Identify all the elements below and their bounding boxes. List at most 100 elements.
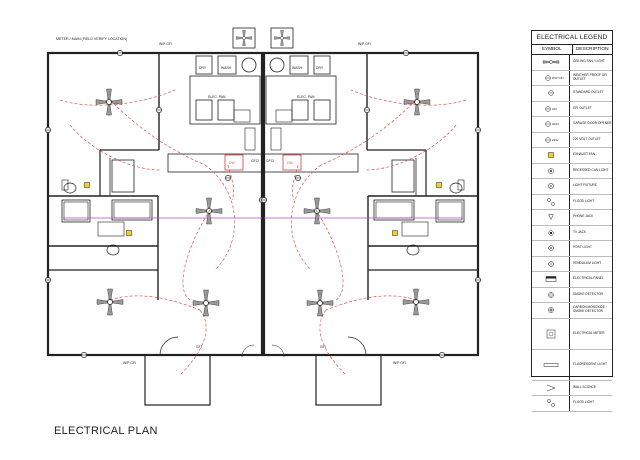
- left-unit: [46, 51, 264, 406]
- tv-jack-icon: [532, 225, 570, 240]
- smoke-detector-icon: [126, 230, 132, 236]
- legend-row: PENDULUM LIGHT: [532, 256, 612, 272]
- right-unit: [262, 51, 480, 406]
- legend-description: GFI OUTLET: [573, 105, 592, 110]
- label-elec-pan-left: ELEC. PAN: [208, 95, 226, 99]
- legend-description: CEILING FAN / LIGHT: [573, 59, 605, 64]
- legend-row: LIGHT FIXTURE: [532, 179, 612, 195]
- ceiling-fan-icon: [95, 88, 123, 116]
- smoke-detector-icon: [84, 182, 90, 188]
- recessed-can-light-icon: [532, 163, 570, 178]
- meter-note: METER / MAIN (FIELD VERIFY LOCATION): [56, 37, 128, 41]
- legend-description: LIGHT FIXTURE: [573, 183, 597, 188]
- weatherproof-outlet-icon: W/P GFI: [532, 70, 570, 85]
- light-fixture-icon: [532, 179, 570, 194]
- flood-light-icon: [532, 194, 570, 209]
- 220v-outlet-icon: 220v: [532, 132, 570, 147]
- legend-row: WALL SCONCE: [532, 380, 612, 396]
- legend-row: EXHAUST FAN: [532, 148, 612, 164]
- legend-description: EXHAUST FAN: [573, 152, 596, 157]
- legend-description: ELECTRICAL METER: [573, 330, 605, 335]
- plan-small-labels: DRY WASH DRY WASH ELEC. PAN ELEC. PAN DW…: [123, 42, 406, 365]
- legend-description: SMOKE DETECTOR: [573, 291, 603, 296]
- legend-symbol-text: GDO: [552, 122, 560, 126]
- legend-row: ELECTRICAL PANEL: [532, 272, 612, 288]
- ceiling-fan-icon: [402, 288, 430, 316]
- ceiling-fan-icon: [532, 55, 570, 70]
- legend-row: RECESSED CAN LIGHT: [532, 163, 612, 179]
- exhaust-fan-icon: [532, 148, 570, 163]
- label-wpgfi-bottom-right: W/P GFI: [393, 361, 406, 365]
- electrical-panel-icon: [532, 272, 570, 287]
- ceiling-fan-icon: [192, 289, 220, 317]
- legend-symbol-text: GFI: [552, 107, 557, 111]
- legend-row: CEILING FAN / LIGHT: [532, 55, 612, 71]
- ceiling-fan-icon: [96, 288, 124, 316]
- legend-description: ELECTRICAL PANEL: [573, 276, 604, 281]
- legend-description: FLOOD LIGHT: [573, 400, 595, 405]
- electrical-meter-icon: [532, 318, 570, 349]
- gfi-outlet-icon: GFI: [532, 101, 570, 116]
- legend-description: POST LIGHT: [573, 245, 592, 250]
- legend-row: SMOKE DETECTOR: [532, 287, 612, 303]
- legend-col-description: DESCRIPTION: [575, 47, 609, 52]
- label-dry-right: DRY: [316, 66, 324, 70]
- fluorescent-light-icon: [532, 349, 570, 380]
- legend-description: WEATHER PROOF GFI OUTLET: [573, 72, 608, 81]
- legend-row: STANDARD OUTLET: [532, 86, 612, 102]
- circuit-wiring: [59, 89, 467, 376]
- legend-row: PHONE JACK: [532, 210, 612, 226]
- label-gfci-right: GFCI: [266, 159, 274, 163]
- carbon-monoxide-detector-icon: [532, 303, 570, 318]
- legend-col-symbol: SYMBOL: [532, 45, 573, 54]
- legend-symbol-text: W/P GFI: [552, 76, 564, 80]
- legend-row: GDO GARAGE DOOR OPENER: [532, 117, 612, 133]
- legend-row: CARBON MONOXIDE / SMOKE DETECTOR: [532, 303, 612, 319]
- label-gfi-right: GFI: [320, 345, 326, 349]
- plan-title: ELECTRICAL PLAN: [54, 425, 158, 437]
- legend-description: FLOOD LIGHT: [573, 198, 595, 203]
- exhaust-fan-icon: [270, 27, 294, 49]
- legend-row: FLUORESCENT LIGHT: [532, 349, 612, 381]
- legend-description: FLUORESCENT LIGHT: [573, 361, 607, 366]
- legend-description: RECESSED CAN LIGHT: [573, 167, 609, 172]
- label-wash-right: WASH: [292, 66, 303, 70]
- legend-title: ELECTRICAL LEGEND: [532, 31, 612, 45]
- label-wpgfi-top-left: W/P GFI: [159, 42, 172, 46]
- legend-description: 220 VOLT OUTLET: [573, 136, 601, 141]
- legend-description: PHONE JACK: [573, 214, 594, 219]
- legend-rows: CEILING FAN / LIGHT W/P GFI WEATHER PROOF …: [532, 55, 612, 412]
- label-gfi-left: GFI: [196, 345, 202, 349]
- label-wash-left: WASH: [221, 66, 232, 70]
- label-dw-left: DW: [229, 161, 235, 165]
- ceiling-fan-icon: [306, 289, 334, 317]
- phone-jack-icon: [532, 210, 570, 225]
- label-dry-left: DRY: [199, 66, 207, 70]
- electrical-legend: ELECTRICAL LEGEND SYMBOL DESCRIPTION CEI…: [531, 30, 613, 412]
- legend-description: STANDARD OUTLET: [573, 90, 604, 95]
- legend-row: ELECTRICAL METER: [532, 318, 612, 350]
- legend-description: PENDULUM LIGHT: [573, 260, 602, 265]
- garage-door-opener-icon: GDO: [532, 117, 570, 132]
- label-wpgfi-top-right: W/P GFI: [358, 42, 371, 46]
- legend-description: TV JACK: [573, 229, 587, 234]
- label-gfci-left: GFCI: [251, 159, 259, 163]
- legend-row: TV JACK: [532, 225, 612, 241]
- legend-row: POST LIGHT: [532, 241, 612, 257]
- label-wpgfi-bottom-left: W/P GFI: [123, 361, 136, 365]
- pendulum-light-icon: [532, 256, 570, 271]
- legend-description: GARAGE DOOR OPENER: [573, 121, 612, 126]
- smoke-detector-icon: [436, 182, 442, 188]
- label-dw-right: DW: [287, 161, 293, 165]
- legend-header: SYMBOL DESCRIPTION: [532, 45, 612, 55]
- wall-sconce-icon: [532, 380, 570, 395]
- legend-row: GFI GFI OUTLET: [532, 101, 612, 117]
- flood-light-icon: [532, 396, 570, 411]
- legend-description: WALL SCONCE: [573, 384, 596, 389]
- legend-row: FLOOD LIGHT: [532, 194, 612, 210]
- legend-description: CARBON MONOXIDE / SMOKE DETECTOR: [573, 305, 607, 314]
- post-light-icon: [532, 241, 570, 256]
- legend-row: W/P GFI WEATHER PROOF GFI OUTLET: [532, 70, 612, 86]
- smoke-detector-icon: [392, 230, 398, 236]
